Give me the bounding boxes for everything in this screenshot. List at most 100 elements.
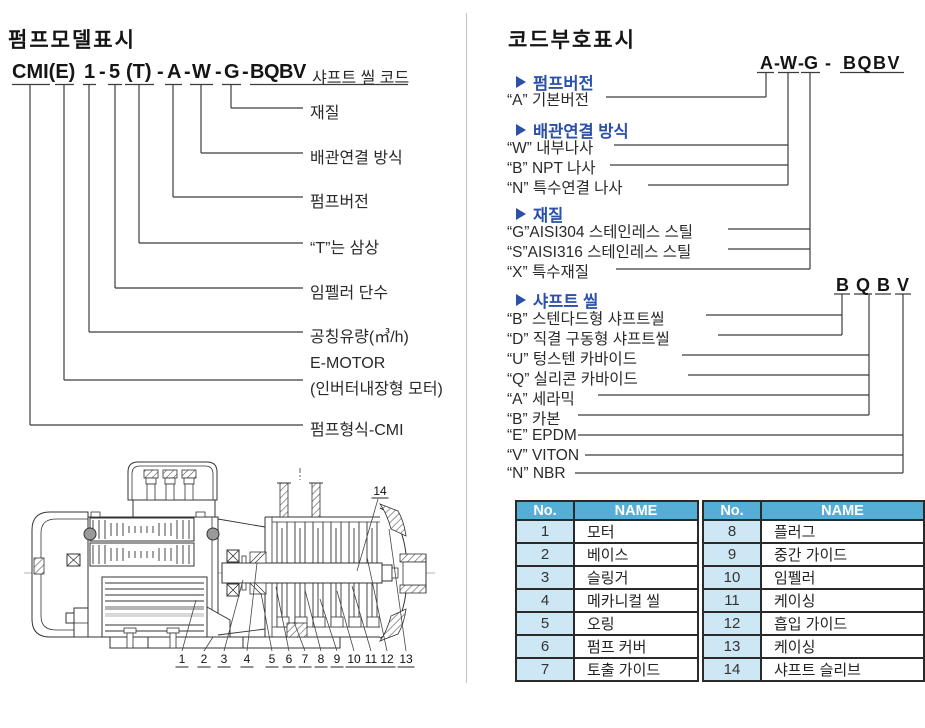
model-code-seg-stages: 5 <box>109 61 121 83</box>
section-material: 재질 <box>516 202 563 226</box>
cell-name: 베이스 <box>587 547 629 564</box>
part-number: 3 <box>221 652 228 666</box>
part-number: 11 <box>365 652 378 666</box>
part-number: 2 <box>201 652 208 666</box>
model-code-seg-phase: (T) <box>126 61 152 83</box>
left-title: 펌프모델표시 <box>8 29 136 52</box>
table-header: No. NAME <box>704 502 923 519</box>
part-number: 4 <box>244 652 251 666</box>
cell-name: 펌프 커버 <box>587 639 647 656</box>
callout-shaft-seal-code: 샤프트 씰 코드 <box>312 70 410 87</box>
option-seal-a: “A” 세라믹 <box>507 391 575 408</box>
callout-connection: 배관연결 방식 <box>310 150 403 167</box>
cell-name: 샤프트 슬리브 <box>774 662 861 679</box>
model-code-dash: - <box>99 61 106 83</box>
cell-no: 5 <box>517 613 575 634</box>
cell-name: 임펠러 <box>774 570 816 587</box>
table-header: No. NAME <box>517 502 697 519</box>
model-code-seg-cmi: CMI(E) <box>12 61 76 83</box>
option-seal-u: “U” 텅스텐 카바이드 <box>507 351 637 368</box>
option-g-aisi304: “G”AISI304 스테인레스 스틸 <box>507 224 693 241</box>
model-code-seg-connection: W <box>192 61 211 83</box>
code-top-a: A <box>760 53 773 73</box>
cell-no: 12 <box>704 613 762 634</box>
cell-name: 플러그 <box>774 524 816 541</box>
model-code-seg-seal: BQBV <box>250 61 306 83</box>
option-n: “N” 특수연결 나사 <box>507 180 623 197</box>
part-number: 1 <box>179 652 186 666</box>
code-top-g: G <box>804 53 819 73</box>
cell-name: 케이싱 <box>774 639 816 656</box>
option-seal-q: “Q” 실리콘 카바이드 <box>507 371 638 388</box>
cell-no: 14 <box>704 659 762 680</box>
option-seal-b: “B” 스텐다드형 샤프트씰 <box>507 311 665 328</box>
cell-no: 13 <box>704 636 762 657</box>
callout-emotor-sub: (인버터내장형 모터) <box>310 381 443 398</box>
callout-stages: 임펠러 단수 <box>310 285 389 302</box>
section-pump-version: 펌프버전 <box>516 70 594 94</box>
part-number: 7 <box>302 652 309 666</box>
cell-no: 7 <box>517 659 575 680</box>
cell-name: 메카니컬 씰 <box>587 593 661 610</box>
table-row: 10 임펠러 <box>704 565 923 588</box>
model-code-seg-flow: 1 <box>84 61 96 83</box>
col-header-no: No. <box>704 502 762 519</box>
callout-pump-type: 펌프형식-CMI <box>310 422 404 439</box>
panel-divider <box>466 13 467 683</box>
table-row: 1 모터 <box>517 519 697 542</box>
option-seal-e: “E” EPDM <box>507 427 577 444</box>
callout-phase: “T”는 삼상 <box>310 240 380 257</box>
cell-no: 6 <box>517 636 575 657</box>
triangle-icon <box>516 76 526 88</box>
cell-no: 1 <box>517 521 575 542</box>
code-top-dash: - <box>798 53 804 73</box>
cell-no: 8 <box>704 521 762 542</box>
option-w: “W” 내부나사 <box>507 140 594 157</box>
table-row: 14 샤프트 슬리브 <box>704 657 923 680</box>
table-row: 8 플러그 <box>704 519 923 542</box>
seal-code-b2: B <box>877 275 890 295</box>
seal-code-b1: B <box>836 275 849 295</box>
model-code-dash: - <box>242 61 249 83</box>
cell-name: 중간 가이드 <box>774 547 848 564</box>
part-number: 13 <box>399 652 413 666</box>
part-number: 9 <box>334 652 341 666</box>
pump-cross-section-drawing: 1 2 3 4 5 6 7 8 9 10 11 12 13 14 <box>24 461 437 668</box>
model-code-dash: - <box>215 61 222 83</box>
callout-material: 재질 <box>310 105 340 122</box>
cell-name: 케이싱 <box>774 593 816 610</box>
right-title: 코드부호표시 <box>508 29 636 52</box>
col-header-name: NAME <box>821 502 864 519</box>
cell-name: 흡입 가이드 <box>774 616 848 633</box>
part-number: 8 <box>318 652 325 666</box>
seal-code-v: V <box>897 275 910 295</box>
cell-name: 모터 <box>587 524 615 541</box>
cell-no: 10 <box>704 567 762 588</box>
code-top-dash: - <box>825 53 831 73</box>
model-code-seg-material: G <box>224 61 240 83</box>
cell-no: 11 <box>704 590 762 611</box>
code-top-bqbv: BQBV <box>843 53 902 73</box>
model-code-dash: - <box>184 61 191 83</box>
callout-flow: 공칭유량(㎥/h) <box>310 329 409 346</box>
table-row: 6 펌프 커버 <box>517 634 697 657</box>
model-code-dash: - <box>157 61 164 83</box>
part-number: 5 <box>269 652 276 666</box>
seal-code-q: Q <box>856 275 871 295</box>
code-top-dash: - <box>774 53 780 73</box>
triangle-icon <box>516 208 526 220</box>
callout-version: 펌프버전 <box>310 194 369 211</box>
option-seal-v: “V” VITON <box>507 447 580 464</box>
section-connection: 배관연결 방식 <box>516 118 629 142</box>
table-row: 13 케이싱 <box>704 634 923 657</box>
option-b: “B” NPT 나사 <box>507 160 596 177</box>
